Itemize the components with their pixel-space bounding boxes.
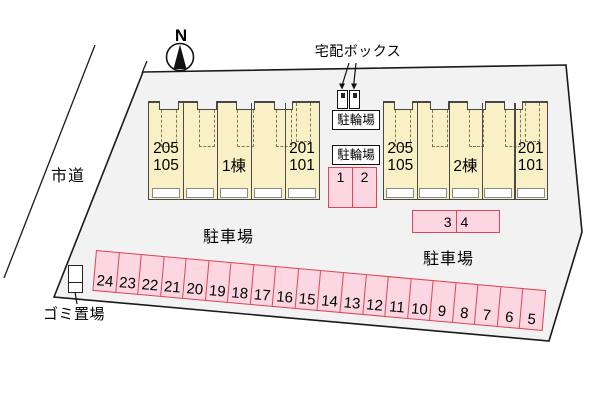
delivery-leader-line-left	[341, 62, 350, 85]
balcony	[451, 187, 480, 198]
roof-notch	[197, 100, 217, 110]
unit-divider	[251, 103, 253, 199]
entry-alcove-dashed	[395, 110, 411, 147]
parking-space: 4	[460, 213, 469, 230]
garbage-shed-icon	[68, 265, 83, 293]
balcony	[253, 187, 283, 198]
roof-notch	[235, 100, 256, 110]
parking-spaces-3-4: 3 4	[412, 210, 500, 233]
building2-left-unit-numbers: 205 105	[384, 140, 417, 174]
room-number: 101	[517, 156, 544, 174]
balcony	[185, 187, 215, 198]
locker-slot-icon	[340, 92, 345, 98]
entry-alcove-dashed	[296, 103, 312, 142]
room-number: 201	[517, 140, 544, 157]
garbage-area-label: ゴミ置場	[43, 306, 106, 323]
entry-alcove-dashed	[468, 110, 485, 147]
balcony	[419, 187, 447, 198]
building-1: 205 105 1棟 201 101	[148, 100, 320, 200]
garbage-shed-line	[69, 282, 82, 283]
room-number: 105	[387, 156, 414, 174]
balcony	[219, 187, 249, 198]
parking-lot-label-left: 駐車場	[203, 229, 255, 246]
building1-name: 1棟	[221, 158, 247, 175]
arrowhead-icon	[339, 83, 345, 90]
unit-divider	[217, 103, 219, 199]
roof-notch	[467, 100, 486, 110]
room-number: 101	[289, 156, 315, 174]
unit-divider	[449, 103, 451, 199]
room-number: 205	[387, 140, 414, 157]
parking-space: 3	[413, 211, 457, 232]
building2-right-unit-numbers: 201 101	[514, 140, 547, 174]
parking-space: 5	[526, 310, 537, 329]
balcony	[386, 187, 415, 198]
road-edge-line	[3, 44, 96, 279]
balcony	[516, 187, 545, 198]
building1-left-unit-numbers: 205 105	[149, 140, 183, 174]
balcony	[151, 187, 181, 198]
road-edge-line-extension	[141, 60, 148, 74]
parking-space: 1	[329, 168, 353, 207]
delivery-box-label: 宅配ボックス	[314, 43, 402, 59]
entry-alcove-dashed	[160, 110, 178, 147]
balcony	[287, 187, 317, 198]
unit-divider	[416, 103, 418, 199]
roof-notch	[503, 100, 523, 110]
building-2: 205 105 2棟 201 101	[383, 100, 548, 200]
bicycle-parking-top: 駐輪場	[332, 110, 380, 130]
delivery-locker-icon	[349, 90, 360, 109]
bicycle-parking-bottom: 駐輪場	[332, 145, 380, 165]
parking-lot-label-right: 駐車場	[423, 251, 475, 268]
roof-notch	[159, 100, 179, 110]
arrowhead-icon	[351, 83, 357, 90]
compass-needle-icon	[173, 44, 187, 69]
building2-name: 2棟	[453, 158, 478, 175]
room-number: 105	[153, 156, 179, 174]
unit-divider	[183, 103, 185, 199]
unit-divider	[481, 103, 484, 199]
delivery-leader-line-right	[353, 62, 357, 85]
entry-alcove-dashed	[505, 110, 521, 147]
parking-spaces-1-2: 1 2	[328, 167, 377, 208]
entry-alcove-dashed	[237, 110, 254, 147]
building1-right-unit-numbers: 201 101	[285, 140, 319, 174]
parking-space: 2	[360, 169, 369, 185]
entry-alcove-dashed	[432, 110, 448, 147]
unit-divider	[514, 103, 516, 199]
city-road-label: 市道	[51, 168, 86, 185]
room-number: 201	[289, 140, 315, 157]
roof-notch	[393, 100, 413, 110]
room-number: 205	[153, 140, 179, 157]
garbage-leader-line	[74, 291, 78, 305]
roof-notch	[273, 100, 294, 110]
entry-alcove-dashed	[199, 110, 216, 147]
balcony	[484, 187, 512, 198]
delivery-locker-icon	[337, 90, 348, 109]
roof-notch	[430, 100, 450, 110]
entry-alcove-dashed	[275, 110, 292, 147]
compass-north-label: N	[174, 26, 188, 45]
locker-slot-icon	[352, 92, 357, 98]
entry-alcove-dashed	[524, 103, 540, 142]
unit-divider	[285, 103, 287, 199]
